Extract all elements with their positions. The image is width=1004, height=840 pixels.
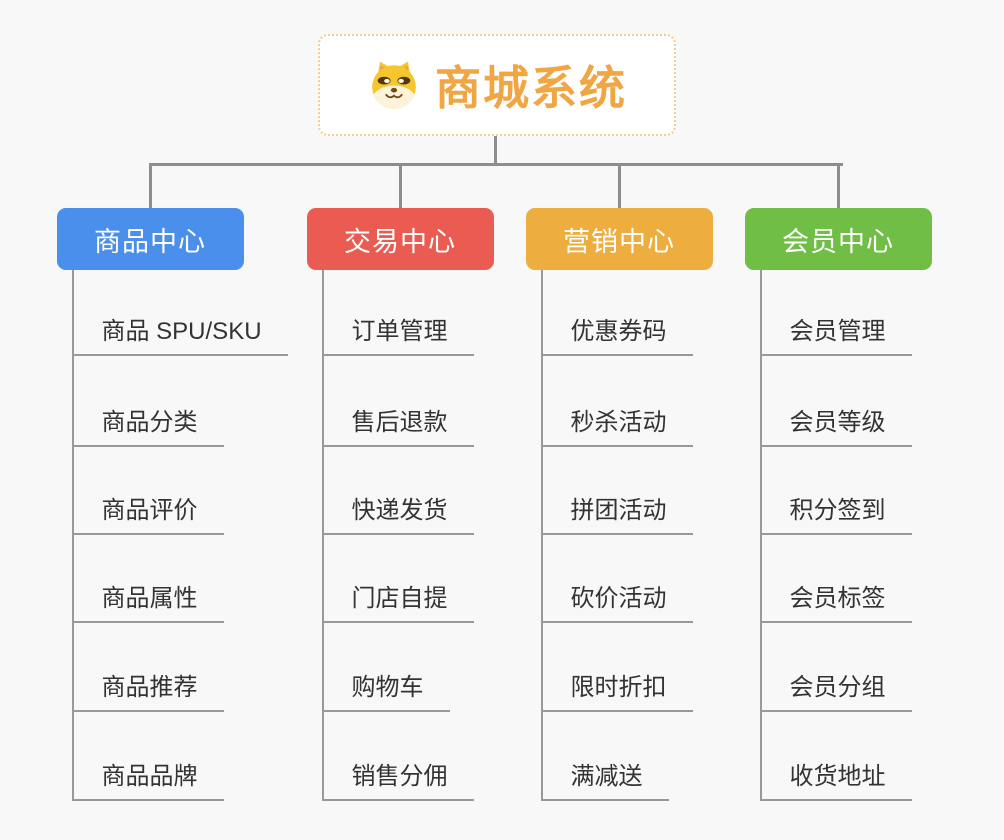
leaf-label: 拼团活动: [570, 497, 667, 524]
doge-icon: [367, 58, 421, 112]
connector-root-stem: [494, 136, 497, 163]
connector-trunk-marketing-center: [540, 270, 543, 801]
leaf-label: 商品属性: [101, 585, 198, 612]
leaf-node[interactable]: 会员标签: [759, 579, 912, 623]
connector-drop-trade-center: [398, 163, 402, 208]
branch-node-trade-center[interactable]: 交易中心: [306, 208, 494, 270]
leaf-node[interactable]: 收货地址: [759, 757, 912, 801]
leaf-label: 快递发货: [351, 497, 448, 524]
leaf-label: 收货地址: [789, 763, 886, 790]
leaf-label: 秒杀活动: [570, 409, 667, 436]
leaf-node[interactable]: 积分签到: [759, 491, 912, 535]
connector-trunk-member-center: [759, 270, 762, 801]
leaf-label: 商品 SPU/SKU: [101, 318, 262, 345]
leaf-label: 砍价活动: [570, 585, 667, 612]
leaf-label: 商品分类: [101, 409, 198, 436]
leaf-node[interactable]: 优惠券码: [540, 312, 693, 356]
root-title: 商城系统: [435, 62, 627, 114]
branch-label: 会员中心: [782, 226, 894, 257]
connector-horizontal-bar: [148, 163, 843, 166]
leaf-node[interactable]: 售后退款: [321, 403, 474, 447]
leaf-label: 限时折扣: [570, 674, 667, 701]
leaf-label: 商品推荐: [101, 674, 198, 701]
leaf-node[interactable]: 会员等级: [759, 403, 912, 447]
leaf-label: 会员标签: [789, 585, 886, 612]
leaf-node[interactable]: 购物车: [321, 668, 450, 712]
leaf-node[interactable]: 商品属性: [71, 579, 224, 623]
connector-drop-product-center: [148, 163, 152, 208]
leaf-node[interactable]: 订单管理: [321, 312, 474, 356]
leaf-node[interactable]: 商品评价: [71, 491, 224, 535]
branch-node-member-center[interactable]: 会员中心: [744, 208, 932, 270]
leaf-node[interactable]: 快递发货: [321, 491, 474, 535]
branch-label: 交易中心: [344, 226, 456, 257]
leaf-node[interactable]: 商品品牌: [71, 757, 224, 801]
leaf-node[interactable]: 门店自提: [321, 579, 474, 623]
connector-trunk-product-center: [71, 270, 74, 801]
connector-drop-marketing-center: [617, 163, 621, 208]
leaf-label: 门店自提: [351, 585, 448, 612]
leaf-node[interactable]: 拼团活动: [540, 491, 693, 535]
branch-node-marketing-center[interactable]: 营销中心: [525, 208, 713, 270]
leaf-node[interactable]: 商品分类: [71, 403, 224, 447]
root-node[interactable]: 商城系统: [318, 34, 676, 136]
leaf-node[interactable]: 会员分组: [759, 668, 912, 712]
branch-label: 商品中心: [94, 226, 206, 257]
leaf-node[interactable]: 会员管理: [759, 312, 912, 356]
leaf-node[interactable]: 商品推荐: [71, 668, 224, 712]
leaf-label: 优惠券码: [570, 318, 667, 345]
connector-drop-member-center: [836, 163, 840, 208]
connector-trunk-trade-center: [321, 270, 324, 801]
leaf-node[interactable]: 限时折扣: [540, 668, 693, 712]
leaf-label: 购物车: [351, 674, 424, 701]
leaf-label: 售后退款: [351, 409, 448, 436]
leaf-label: 会员等级: [789, 409, 886, 436]
leaf-label: 积分签到: [789, 497, 886, 524]
leaf-label: 商品品牌: [101, 763, 198, 790]
leaf-node[interactable]: 商品 SPU/SKU: [71, 312, 288, 356]
leaf-node[interactable]: 秒杀活动: [540, 403, 693, 447]
leaf-label: 销售分佣: [351, 763, 448, 790]
leaf-node[interactable]: 砍价活动: [540, 579, 693, 623]
leaf-label: 商品评价: [101, 497, 198, 524]
leaf-label: 会员管理: [789, 318, 886, 345]
leaf-node[interactable]: 销售分佣: [321, 757, 474, 801]
leaf-label: 订单管理: [351, 318, 448, 345]
branch-label: 营销中心: [563, 226, 675, 257]
branch-node-product-center[interactable]: 商品中心: [56, 208, 244, 270]
leaf-label: 满减送: [570, 763, 643, 790]
leaf-label: 会员分组: [789, 674, 886, 701]
leaf-node[interactable]: 满减送: [540, 757, 669, 801]
